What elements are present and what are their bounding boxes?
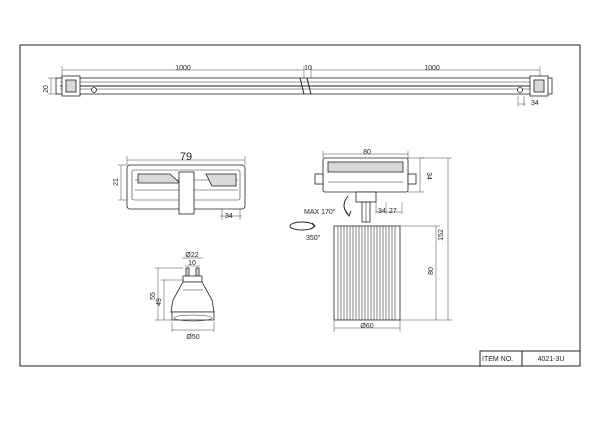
dim-spot-total: 152 (438, 229, 445, 241)
lamp-body (170, 281, 215, 313)
title-item-value: 4021-3U (538, 356, 565, 363)
dim-rail-right: 1000 (424, 65, 440, 72)
label-tilt: MAX 170° (304, 208, 336, 216)
dim-lamp-body: 49 (156, 298, 163, 306)
dim-lamp-top-diameter: Ø22 (185, 252, 198, 259)
dim-spot-body: 80 (428, 267, 435, 275)
dim-adapter-tab: 34 (225, 213, 233, 220)
rail-joiner (299, 77, 312, 95)
dim-lamp-diameter: Ø50 (186, 334, 199, 341)
label-rotate: 350° (306, 234, 321, 242)
spotlight (289, 151, 452, 332)
dim-adapter-length: 79 (180, 151, 192, 163)
title-item-label: ITEM NO. (482, 356, 513, 363)
dim-spot-stem: 34 (378, 208, 386, 215)
drawing-frame (19, 44, 581, 367)
dim-rail-gap: 10 (304, 65, 312, 72)
dim-adapter-height: 21 (113, 178, 120, 186)
adapter-handle (178, 171, 195, 215)
dim-lamp-pins: 10 (188, 260, 196, 267)
dim-lamp-total: 55 (150, 292, 157, 300)
lamp-base (182, 275, 203, 283)
dim-rail-height: 20 (43, 85, 50, 93)
dim-spot-offset: 27 (389, 208, 397, 215)
title-block (479, 350, 581, 367)
dim-rail-end: 34 (531, 100, 539, 107)
track-rail (48, 66, 553, 106)
lamp (155, 257, 215, 332)
rotate-arrow (289, 221, 315, 231)
dim-spot-head: 34 (425, 172, 432, 180)
dim-spot-diameter: Ø60 (360, 323, 373, 330)
dim-rail-left: 1000 (175, 65, 191, 72)
track-adapter (118, 156, 246, 220)
dim-spot-width: 80 (363, 149, 371, 156)
tilt-arrow (343, 195, 349, 215)
